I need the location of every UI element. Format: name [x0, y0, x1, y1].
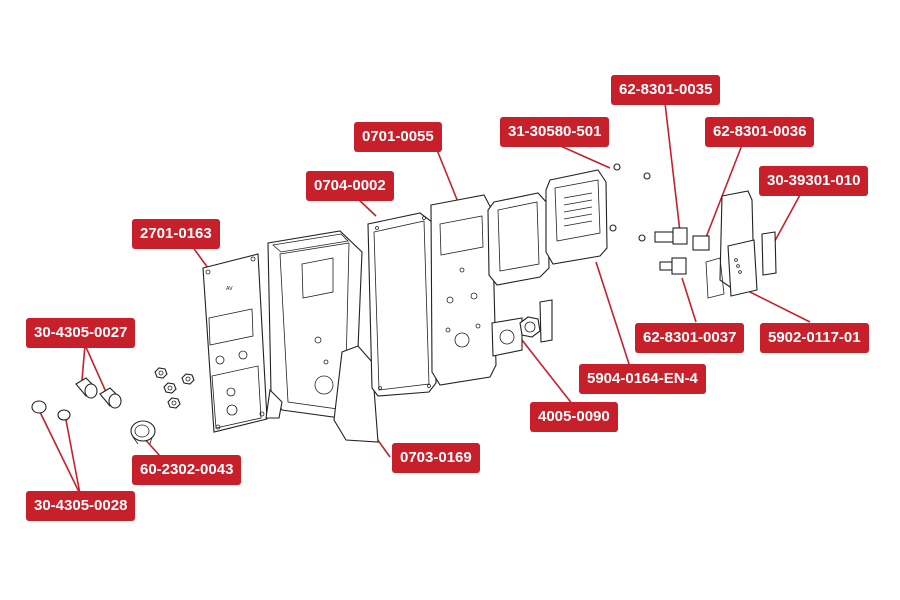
callout-62-8301-0036[interactable]: 62-8301-0036: [705, 117, 815, 147]
screws: [609, 163, 651, 242]
hex-nuts: [154, 367, 195, 409]
callout-5904-0164-EN-4[interactable]: 5904-0164-EN-4: [579, 364, 706, 394]
display-module: [545, 169, 608, 265]
callout-0704-0002[interactable]: 0704-0002: [306, 171, 394, 201]
knobs: [75, 377, 122, 409]
connector: [130, 420, 156, 445]
caps: [31, 400, 71, 421]
window-frame: [487, 192, 550, 286]
small-board: [761, 231, 777, 276]
callout-60-2302-0043[interactable]: 60-2302-0043: [132, 455, 242, 485]
svg-text:AV: AV: [226, 286, 233, 292]
callout-30-4305-0027[interactable]: 30-4305-0027: [26, 318, 136, 348]
callout-0701-0055[interactable]: 0701-0055: [354, 122, 442, 152]
bracket-plate: [430, 194, 497, 386]
callout-31-30580-501[interactable]: 31-30580-501: [500, 117, 610, 147]
callout-62-8301-0035[interactable]: 62-8301-0035: [611, 75, 721, 105]
washer-nut: [491, 299, 553, 357]
callout-4005-0090[interactable]: 4005-0090: [530, 402, 618, 432]
callout-2701-0163[interactable]: 2701-0163: [132, 219, 220, 249]
leader-lines: [39, 102, 811, 495]
enclosure: [265, 230, 379, 443]
pcb-bracket: [705, 190, 758, 299]
potentiometers: [654, 227, 710, 275]
callout-30-39301-010[interactable]: 30-39301-010: [759, 166, 869, 196]
front-label-plate: AV: [202, 253, 268, 433]
callout-5902-0117-01[interactable]: 5902-0117-01: [760, 323, 869, 353]
gasket: [367, 212, 437, 397]
callout-0703-0169[interactable]: 0703-0169: [392, 443, 480, 473]
callout-62-8301-0037[interactable]: 62-8301-0037: [635, 323, 745, 353]
callout-30-4305-0028[interactable]: 30-4305-0028: [26, 491, 136, 521]
